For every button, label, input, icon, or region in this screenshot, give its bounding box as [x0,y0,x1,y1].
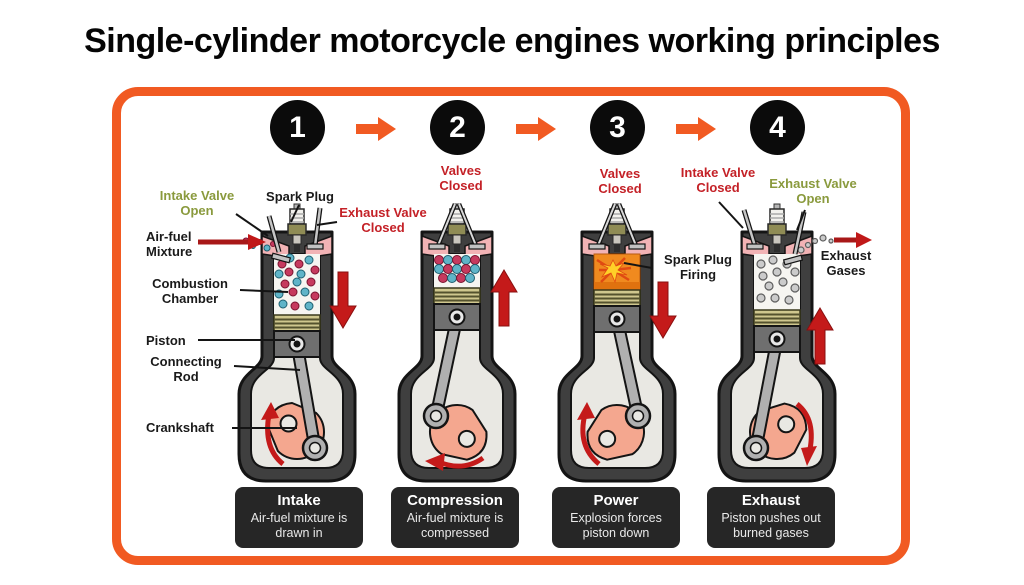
connecting-rod [610,312,652,430]
label-piston: Piston [146,333,186,348]
step-badge-4: 4 [750,100,805,155]
connecting-rod [290,337,329,462]
caption-title: Compression [407,492,503,509]
mixture-dots [434,255,480,283]
label-spark-plug-firing: Spark Plug Firing [664,252,732,283]
engine-diagram-exhaust [717,203,837,483]
caption-body: Air-fuel mixture is compressed [406,511,504,541]
piston [593,289,641,333]
label-exhaust-valve-closed: Exhaust Valve Closed [339,205,427,236]
explosion [593,253,641,291]
piston-motion-arrow-icon [329,271,357,329]
engine-diagram-power [557,203,677,483]
caption-title: Power [593,492,639,509]
connecting-rod [742,332,784,462]
caption-power: Power Explosion forces piston down [552,487,680,548]
piston-motion-arrow-icon [490,269,518,327]
label-connecting-rod: Connecting Rod [150,354,222,385]
rotation-arrow-icon [795,402,817,466]
caption-body: Air-fuel mixture is drawn in [250,511,348,541]
caption-title: Intake [277,492,321,509]
rotation-arrow-icon [577,402,601,466]
piston [273,314,321,358]
intake-valve-open [266,215,292,264]
label-exhaust-valve-open: Exhaust Valve Open [769,176,857,207]
exhaust-valve-closed [306,207,324,250]
step-badge-2: 2 [430,100,485,155]
caption-intake: Intake Air-fuel mixture is drawn in [235,487,363,548]
label-air-fuel-mixture: Air-fuel Mixture [146,229,193,260]
step-badge-1: 1 [270,100,325,155]
connecting-rod [422,310,464,430]
valves-closed [588,203,646,250]
flow-arrow-icon [676,117,716,141]
label-crankshaft: Crankshaft [146,420,214,435]
label-spark-plug: Spark Plug [266,189,334,204]
caption-body: Explosion forces piston down [570,511,662,541]
piston-motion-arrow-icon [649,281,677,339]
flow-arrow-icon [356,117,396,141]
step-badge-3: 3 [590,100,645,155]
piston [433,287,481,331]
piston [753,309,801,353]
label-exhaust-gases: Exhaust Gases [820,248,872,279]
rotation-arrow-icon [425,453,485,471]
caption-compression: Compression Air-fuel mixture is compress… [391,487,519,548]
flow-arrow-icon [516,117,556,141]
exhaust-stream-dots [797,234,834,254]
caption-body: Piston pushes out burned gases [721,511,821,541]
label-intake-valve-open: Intake Valve Open [159,188,235,219]
label-valves-closed-2: Valves Closed [439,163,483,194]
engine-diagram-compression [397,203,518,483]
rotation-arrow-icon [261,402,285,466]
caption-title: Exhaust [741,492,801,509]
label-valves-closed-3: Valves Closed [598,166,642,197]
valves-closed [428,203,486,250]
label-combustion-chamber: Combustion Chamber [152,276,228,307]
engine-diagram-intake [237,203,357,483]
mixture-dots [274,253,320,311]
intake-valve-closed [741,209,764,250]
label-intake-valve-closed: Intake Valve Closed [680,165,756,196]
caption-exhaust: Exhaust Piston pushes out burned gases [707,487,835,548]
page-title: Single-cylinder motorcycle engines worki… [84,22,940,60]
